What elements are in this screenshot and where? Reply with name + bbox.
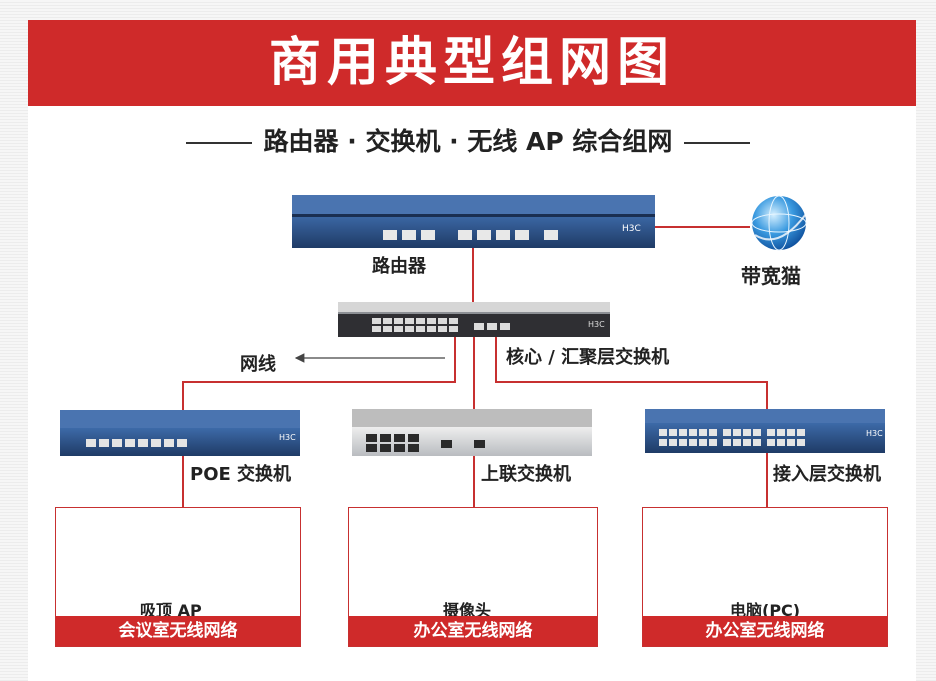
access-switch-device: H3C (645, 409, 885, 453)
poe-switch-device: H3C (60, 410, 300, 456)
subtitle-rule-left (185, 142, 252, 144)
router-device: H3C (292, 195, 655, 248)
camera-label: 摄像头 (443, 601, 492, 620)
ap-label: 吸顶 AP (140, 601, 202, 620)
core-switch-brand: H3C (588, 320, 605, 329)
access-switch-brand: H3C (866, 429, 883, 438)
router-brand: H3C (622, 224, 641, 234)
uplink-switch-label: 上联交换机 (481, 464, 571, 485)
uplink-switch-device (352, 409, 592, 456)
router-label: 路由器 (372, 256, 426, 277)
core-access-link (495, 336, 768, 410)
zone-footer-office-camera: 办公室无线网络 (349, 616, 597, 646)
cable-label: 网线 (240, 354, 276, 375)
connection-lines (117, 226, 830, 537)
core-switch-device: H3C (338, 302, 610, 337)
access-switch-label: 接入层交换机 (773, 464, 881, 485)
core-poe-link (182, 336, 456, 412)
zone-footer-meeting-room: 会议室无线网络 (56, 616, 300, 646)
subtitle: 路由器 · 交换机 · 无线 AP 综合组网 (0, 122, 936, 158)
modem-label: 带宽猫 (741, 264, 801, 288)
core-switch-label: 核心 / 汇聚层交换机 (506, 347, 670, 368)
poe-switch-brand: H3C (279, 433, 296, 442)
subtitle-rule-right (684, 142, 751, 144)
subtitle-text: 路由器 · 交换机 · 无线 AP 综合组网 (263, 127, 673, 156)
page-title: 商用典型组网图 (28, 20, 916, 106)
zone-footer-office-pc: 办公室无线网络 (643, 616, 887, 646)
poe-switch-label: POE 交换机 (190, 464, 292, 485)
pc-label: 电脑(PC) (730, 601, 801, 620)
modem-globe-icon (751, 195, 807, 251)
